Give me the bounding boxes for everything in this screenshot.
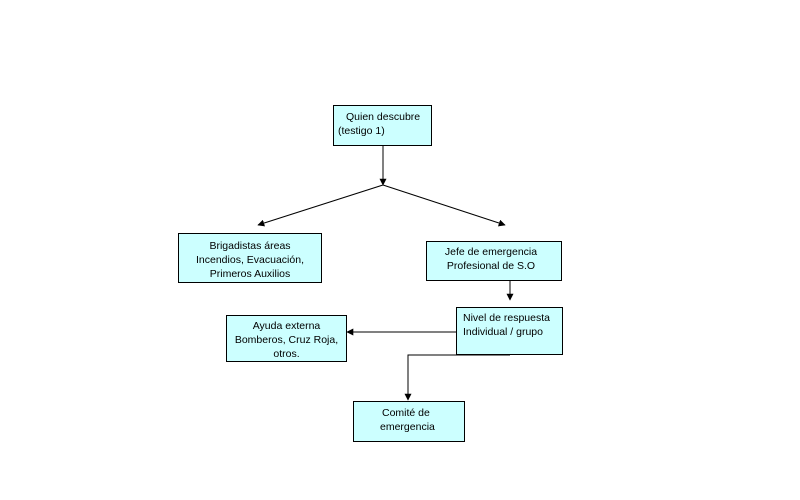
node-label-line: Incendios, Evacuación,: [196, 254, 304, 266]
node-label-line: Individual / grupo: [463, 326, 543, 338]
node-label-line: Bomberos, Cruz Roja,: [234, 334, 339, 346]
node-response-level: Nivel de respuesta Individual / grupo: [456, 307, 563, 355]
node-emergency-committee: Comité de emergencia: [353, 401, 465, 442]
node-label-line: Jefe de emergencia: [444, 246, 538, 258]
node-discoverer: Quien descubre (testigo 1): [333, 105, 432, 146]
node-brigades: Brigadistas áreas Incendios, Evacuación,…: [178, 233, 322, 283]
node-external-help: Ayuda externa Bomberos, Cruz Roja, otros…: [226, 315, 347, 362]
connector-response-to-committee: [404, 354, 510, 401]
node-label-line: Brigadistas áreas: [209, 240, 291, 252]
connector-to-brigades: [257, 184, 384, 227]
node-label-line: Nivel de respuesta: [463, 312, 550, 324]
connector-to-chief: [382, 184, 506, 227]
node-label-line: Quien descubre: [346, 111, 421, 123]
node-label-line: otros.: [273, 348, 300, 360]
node-label-line: (testigo 1): [338, 125, 385, 137]
node-label-line: Ayuda externa: [252, 320, 321, 332]
node-label-line: Primeros Auxilios: [209, 268, 291, 280]
node-label-line: Comité de: [382, 407, 430, 419]
node-emergency-chief: Jefe de emergencia Profesional de S.O: [426, 241, 562, 281]
node-label-line: emergencia: [380, 421, 435, 433]
node-label-line: Profesional de S.O: [446, 260, 536, 272]
